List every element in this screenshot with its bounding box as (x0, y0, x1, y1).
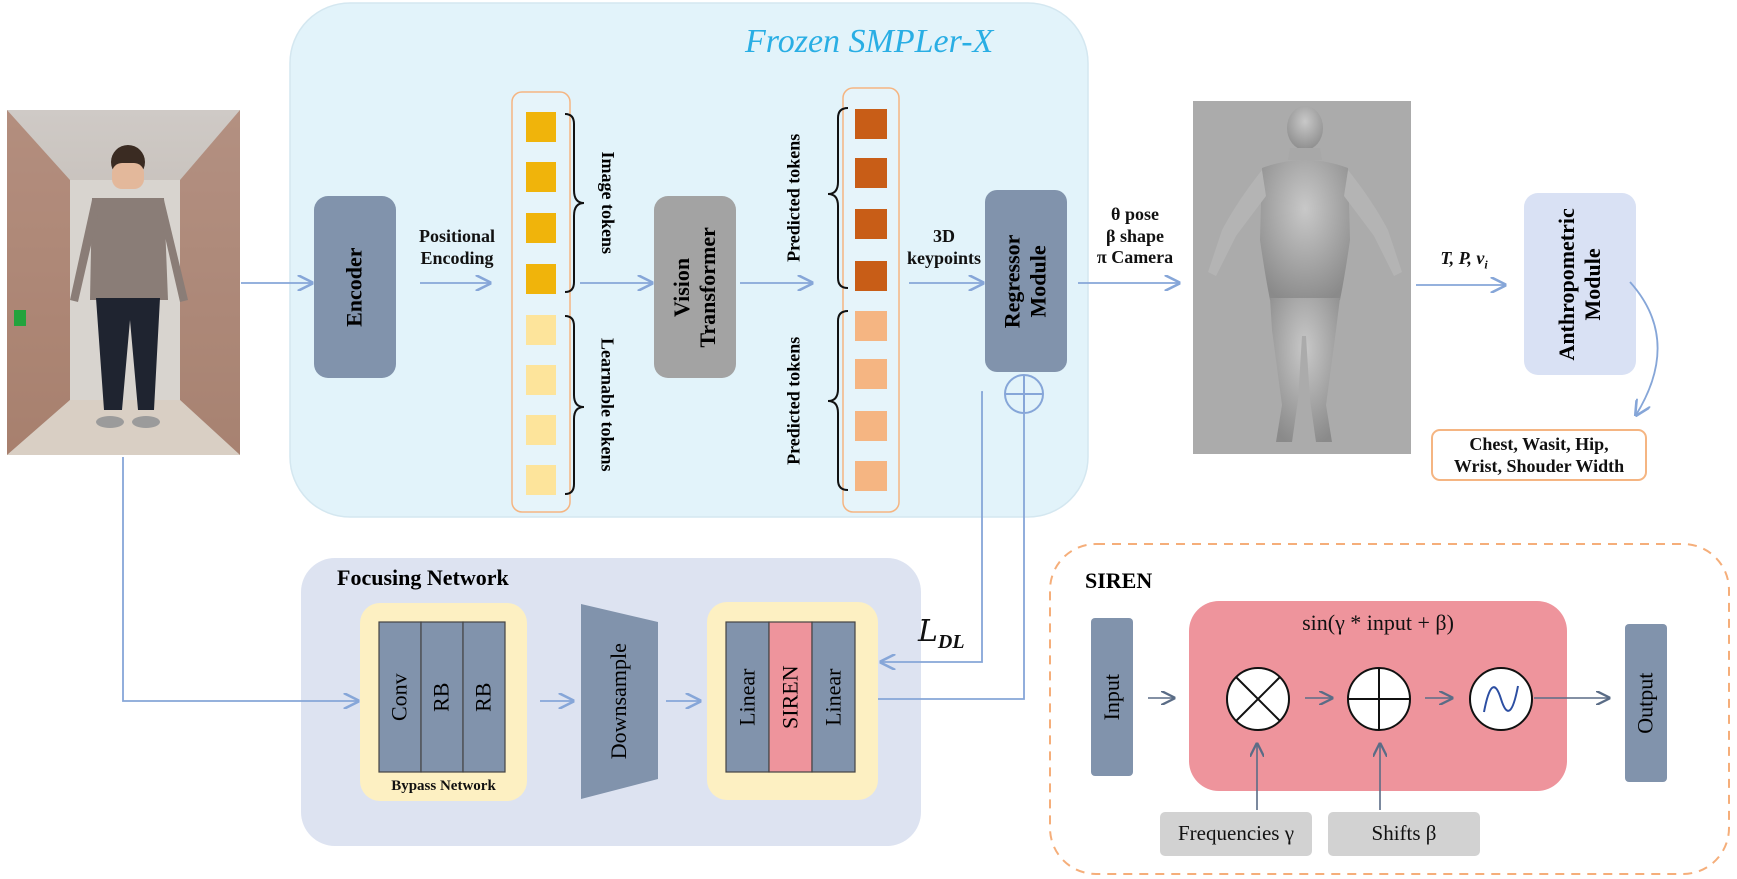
shifts-box (1328, 812, 1480, 856)
bypass-rb2-label: RB (470, 682, 496, 712)
image-tokens (526, 112, 556, 294)
sine-icon (1469, 667, 1533, 731)
learnable-tokens-label: Learnable tokens (597, 338, 618, 472)
image-token (526, 213, 556, 243)
bypass-rb2 (462, 621, 506, 773)
linear-2 (811, 621, 856, 773)
image-token (526, 162, 556, 192)
predicted-token (855, 411, 887, 441)
image-tokens-brace (564, 113, 585, 293)
image-token (526, 264, 556, 294)
shifts-label: Shifts β (1371, 821, 1437, 845)
downsample-label: Downsample (606, 643, 632, 760)
predicted-token (855, 311, 887, 341)
siren-panel-title: SIREN (1085, 568, 1153, 593)
predicted-tokens-top-label: Predicted tokens (783, 133, 804, 263)
siren-input-box (1091, 618, 1133, 776)
regressor-module-box (985, 190, 1067, 372)
siren-output-box (1625, 624, 1667, 782)
predicted-token (855, 209, 887, 239)
bypass-rb1 (420, 621, 464, 773)
learnable-token (526, 315, 556, 345)
add-icon (1347, 667, 1411, 731)
predicted-top-brace (827, 107, 849, 289)
learnable-tokens-brace (564, 315, 585, 495)
predicted-tokens-bottom-label: Predicted tokens (783, 336, 804, 466)
siren-panel (1049, 543, 1730, 875)
learnable-token (526, 365, 556, 395)
encoder-box (314, 196, 396, 378)
predicted-tokens-light (855, 311, 887, 491)
predicted-token-column-frame (842, 87, 900, 513)
siren-input-label: Input (1098, 673, 1124, 721)
bypass-conv-label: Conv (386, 673, 412, 721)
predicted-token (855, 261, 887, 291)
loss-label: LDL (918, 614, 965, 653)
focusing-network-title: Focusing Network (337, 565, 509, 590)
siren-layer (768, 621, 813, 773)
predicted-token (855, 461, 887, 491)
learnable-token (526, 415, 556, 445)
bypass-conv (378, 621, 422, 773)
token-column-frame (511, 91, 571, 513)
linear-1-label: Linear (734, 668, 760, 726)
anthropometric-module-box (1524, 193, 1636, 375)
bypass-network-label: Bypass Network (391, 778, 496, 794)
predicted-token (855, 359, 887, 389)
frequencies-label: Frequencies γ (1178, 821, 1294, 845)
vision-transformer-box (654, 196, 736, 378)
image-tokens-label: Image tokens (597, 151, 618, 255)
predicted-tokens-dark (855, 109, 887, 291)
encoder-label: Encoder (341, 247, 367, 327)
flow-arrows (122, 283, 1505, 701)
predicted-token (855, 158, 887, 188)
predicted-bottom-brace (827, 310, 849, 491)
learnable-token (526, 465, 556, 495)
predicted-token (855, 109, 887, 139)
measurements-box (1431, 429, 1647, 481)
input-photo (7, 110, 240, 455)
siren-formula: sin(γ * input + β) (1302, 610, 1454, 635)
siren-layer-label: SIREN (777, 665, 803, 729)
anthropometric-output-arrow (1629, 281, 1659, 415)
siren-output-label: Output (1632, 672, 1658, 734)
downsample-trapezoid (581, 604, 658, 799)
body-mesh-render (1193, 101, 1411, 454)
learnable-tokens (526, 315, 556, 495)
frequencies-box (1160, 812, 1312, 856)
linear-2-label: Linear (820, 668, 846, 726)
measurements-label: Chest, Wasit, Hip,Wrist, Shouder Width (1453, 434, 1625, 476)
bypass-rb1-label: RB (428, 682, 454, 712)
tpv-label: T, P, vi (1440, 248, 1488, 272)
multiply-icon (1226, 667, 1290, 731)
frozen-smplerx-title: Frozen SMPLer-X (745, 23, 994, 60)
siren-arrows (1148, 698, 1609, 810)
image-token (526, 112, 556, 142)
